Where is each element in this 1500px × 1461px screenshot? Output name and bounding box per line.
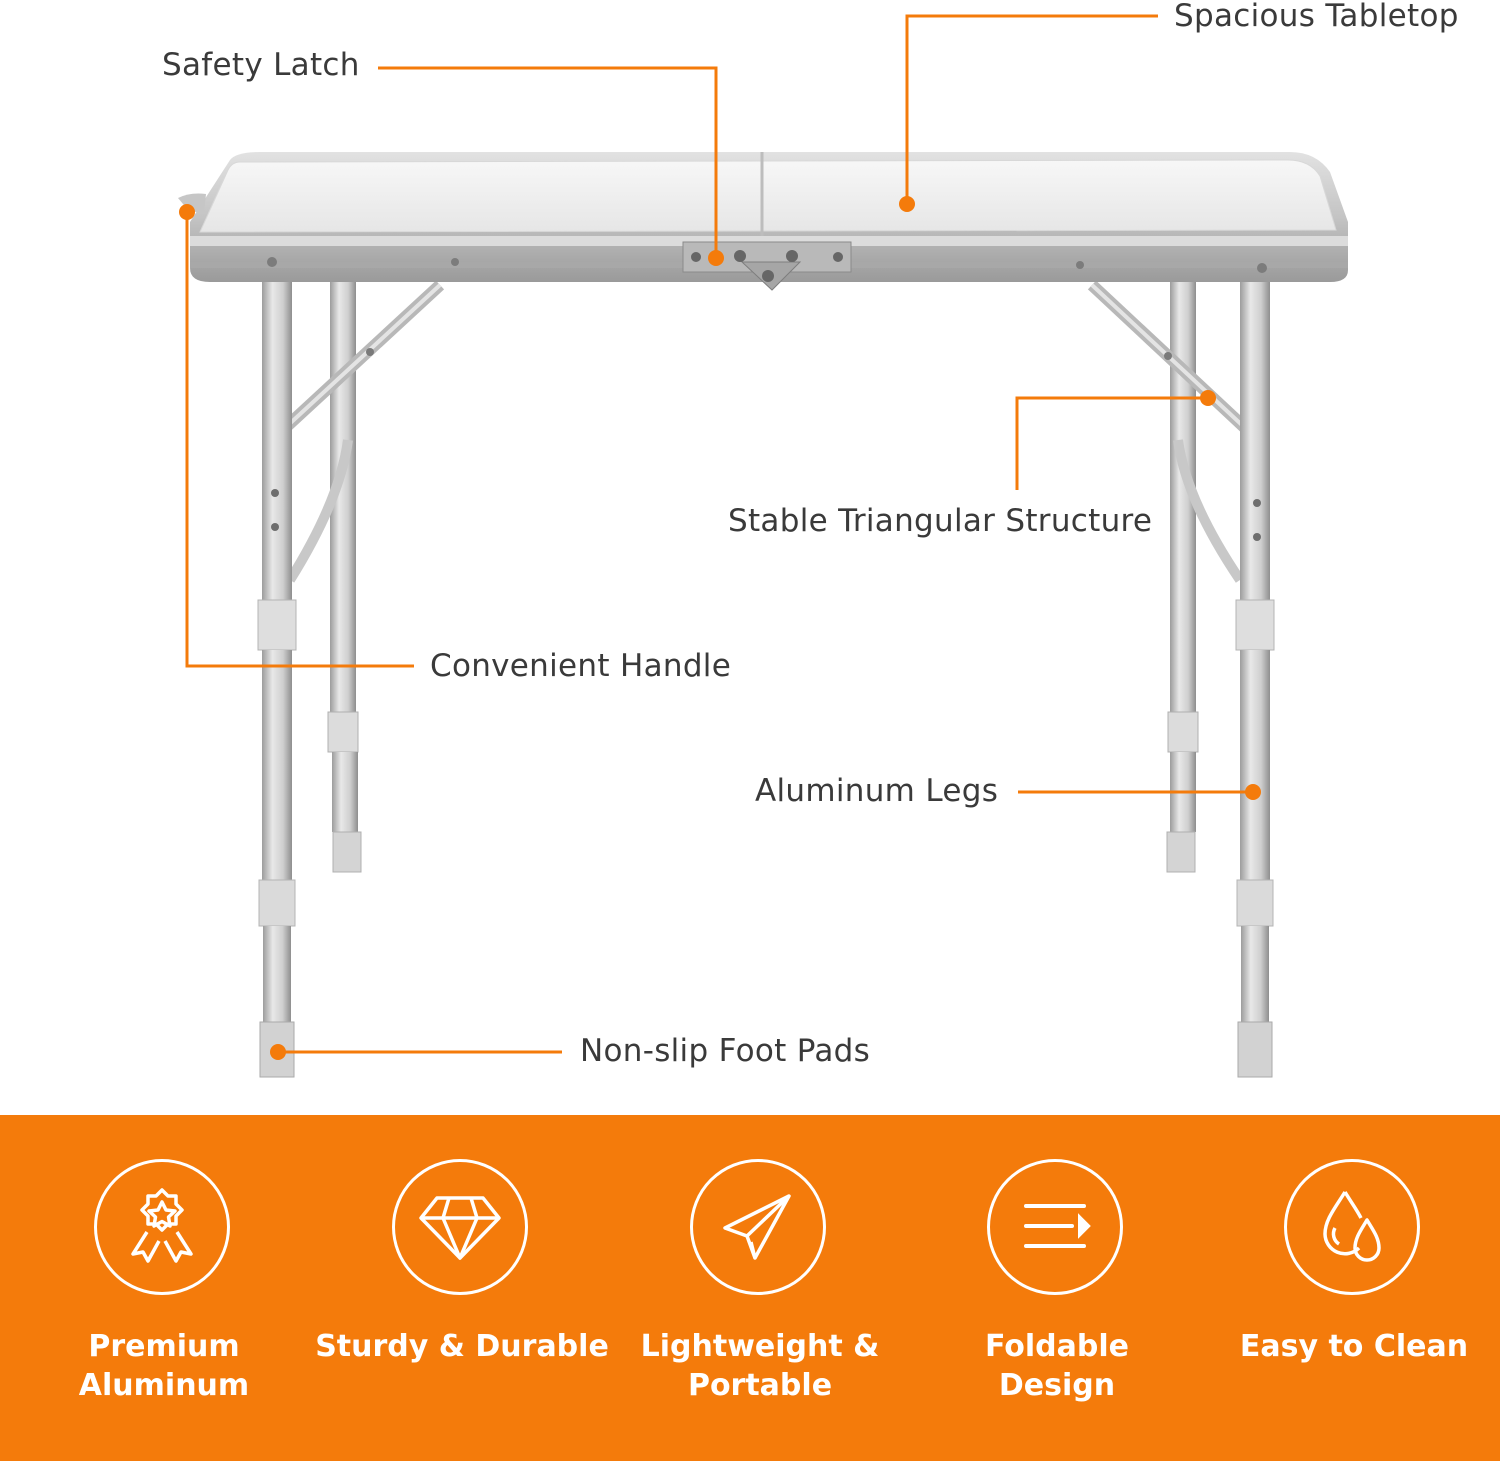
feature-easy-to-clean: Easy to Clean bbox=[1204, 1115, 1500, 1461]
feature-premium-aluminum: Premium Aluminum bbox=[14, 1115, 314, 1461]
callout-spacious-tabletop: Spacious Tabletop bbox=[1174, 0, 1459, 34]
feature-lightweight-portable: Lightweight & Portable bbox=[610, 1115, 910, 1461]
diamond-icon bbox=[392, 1159, 528, 1295]
paper-plane-icon bbox=[690, 1159, 826, 1295]
fold-lines-icon bbox=[987, 1159, 1123, 1295]
tabletop bbox=[178, 152, 1348, 282]
product-illustration: Safety Latch Spacious Tabletop Stable Tr… bbox=[162, 0, 1459, 1078]
callout-dots bbox=[179, 196, 1261, 1060]
callout-lines bbox=[185, 14, 1253, 1054]
safety-latch-hardware bbox=[682, 241, 852, 291]
front-leg-right bbox=[1235, 282, 1275, 1078]
feature-band: Premium Aluminum Sturdy & Durable Lightw… bbox=[0, 1115, 1500, 1461]
callout-aluminum-legs: Aluminum Legs bbox=[755, 773, 999, 809]
folding-table-image bbox=[178, 14, 1348, 1078]
callout-convenient-handle: Convenient Handle bbox=[430, 648, 732, 684]
front-leg-left bbox=[257, 282, 297, 1078]
feature-label-lightweight-portable: Lightweight & Portable bbox=[640, 1329, 880, 1403]
back-leg-left bbox=[327, 282, 362, 873]
feature-sturdy-durable: Sturdy & Durable bbox=[312, 1115, 612, 1461]
water-drops-icon bbox=[1284, 1159, 1420, 1295]
feature-label-premium-aluminum: Premium Aluminum bbox=[78, 1329, 250, 1403]
feature-label-foldable-design: Foldable Design bbox=[985, 1329, 1129, 1403]
feature-foldable-design: Foldable Design bbox=[907, 1115, 1207, 1461]
callout-stable-triangular-structure: Stable Triangular Structure bbox=[728, 503, 1153, 539]
callout-safety-latch: Safety Latch bbox=[162, 47, 360, 83]
callout-non-slip-foot-pads: Non-slip Foot Pads bbox=[580, 1033, 871, 1069]
feature-label-sturdy-durable: Sturdy & Durable bbox=[315, 1329, 609, 1364]
feature-label-easy-to-clean: Easy to Clean bbox=[1239, 1329, 1469, 1364]
award-ribbon-icon bbox=[94, 1159, 230, 1295]
